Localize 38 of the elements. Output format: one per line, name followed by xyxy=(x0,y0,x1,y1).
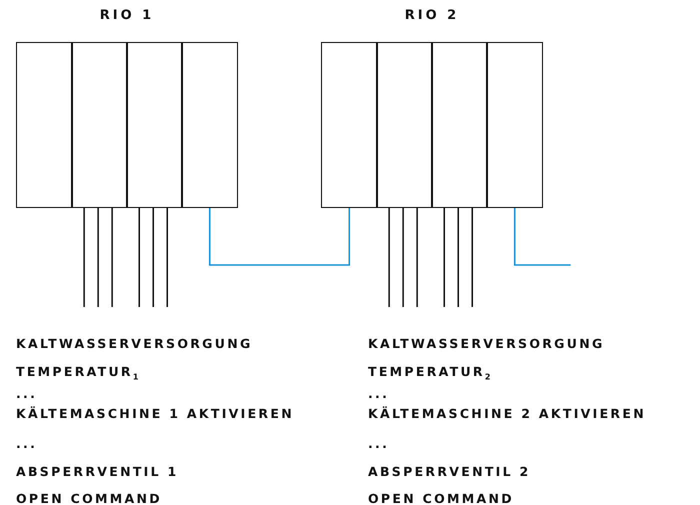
signal-label: ... xyxy=(368,386,390,401)
slot-box xyxy=(431,42,488,208)
slot-box xyxy=(126,42,183,208)
signal-wire xyxy=(166,208,168,307)
signal-label: ... xyxy=(16,436,38,451)
signal-label: OPEN COMMAND xyxy=(16,491,162,505)
signal-wire xyxy=(472,208,473,307)
signal-wire xyxy=(458,208,459,307)
signal-wire xyxy=(444,208,445,307)
bus-cable xyxy=(514,208,571,266)
slot-box xyxy=(181,42,238,208)
signal-wire xyxy=(388,208,390,307)
signal-label: ... xyxy=(368,436,390,451)
signal-label: KALTWASSERVERSORGUNG xyxy=(368,336,605,351)
signal-wire xyxy=(83,208,85,307)
signal-wire xyxy=(97,208,99,307)
signal-wire xyxy=(138,208,140,307)
slot-box xyxy=(376,42,433,208)
signal-label: KÄLTEMASCHINE 1 AKTIVIEREN xyxy=(16,406,294,421)
module-title: RIO 1 xyxy=(98,8,156,23)
signal-label: ... xyxy=(16,386,38,401)
signal-label: TEMPERATUR$_{1}$ xyxy=(16,364,138,384)
signal-wire xyxy=(416,208,418,307)
slot-box xyxy=(71,42,128,208)
slot-box xyxy=(321,42,378,208)
signal-label: TEMPERATUR$_{2}$ xyxy=(368,364,490,384)
signal-label: KALTWASSERVERSORGUNG xyxy=(16,336,253,351)
signal-wire xyxy=(152,208,154,307)
slot-box xyxy=(486,42,543,208)
signal-wire xyxy=(402,208,404,307)
signal-label: ABSPERRVENTIL 1 xyxy=(16,464,179,479)
module-title: RIO 2 xyxy=(404,8,460,23)
signal-label: KÄLTEMASCHINE 2 AKTIVIEREN xyxy=(368,406,646,421)
signal-wire xyxy=(111,208,113,307)
slot-box xyxy=(16,42,73,208)
signal-label: ABSPERRVENTIL 2 xyxy=(368,464,531,479)
bus-cable xyxy=(208,208,350,266)
signal-label: OPEN COMMAND xyxy=(368,491,514,505)
